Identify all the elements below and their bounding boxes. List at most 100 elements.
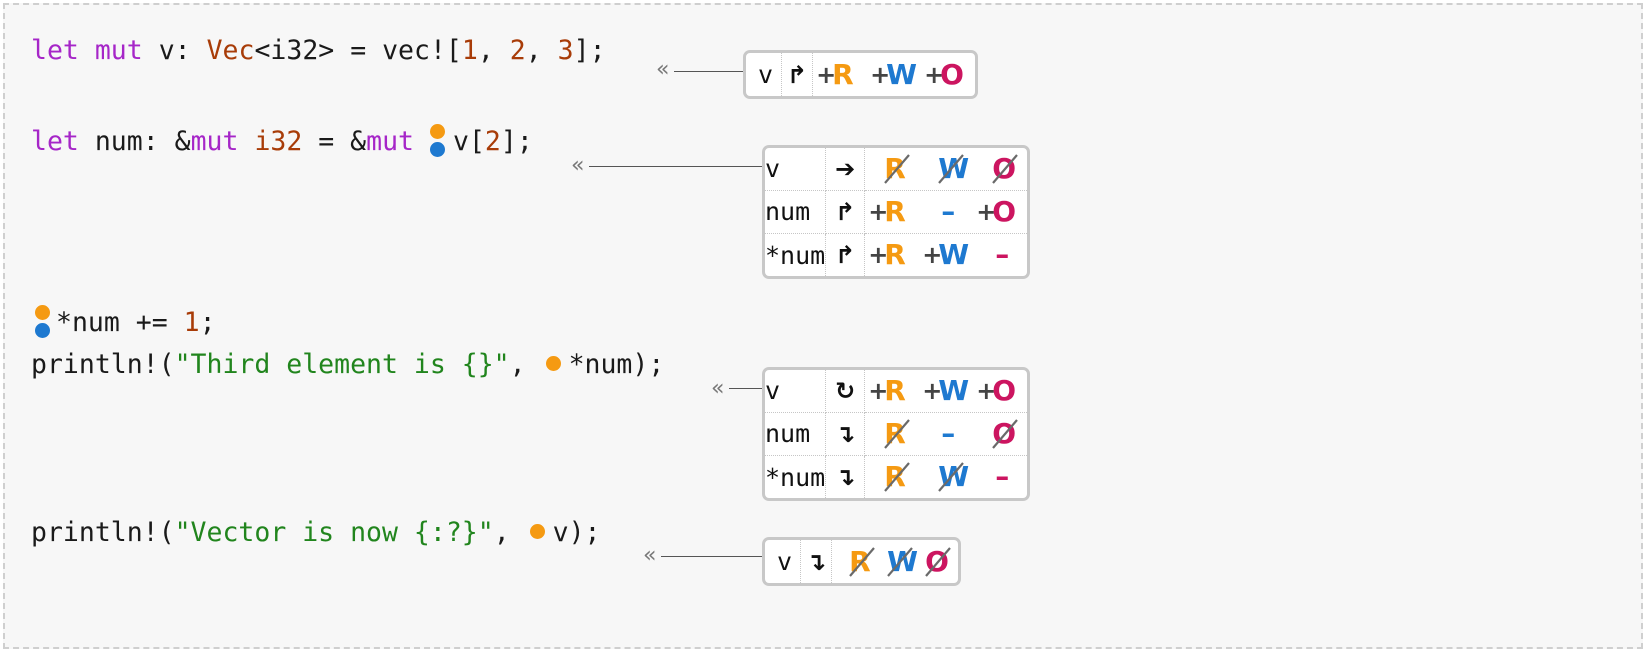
comma: , [493,517,526,548]
permission-plus: + [870,60,891,89]
permission-plus: + [816,60,837,89]
permission-plus: + [868,241,889,269]
permission-letter: R [832,57,854,91]
code-line-5: println!("Vector is now {:?}", v); [31,513,601,553]
permission-w-gain: +W [919,237,973,273]
permission-plus: + [868,376,889,405]
macro-arg: v [552,517,569,548]
code-line-1: let mut v: Vec<i32> = vec![1, 2, 3]; [31,31,606,71]
permission-r-gain: +R [813,57,867,93]
permission-arrow-icon: ↱ [825,189,866,235]
permission-letter: R [884,373,906,407]
assign: = & [302,126,367,157]
permission-letter: W [886,57,917,91]
connector-line [729,388,765,389]
permission-row: v↻+R+W+O [765,370,1028,413]
strikethrough-mark [887,546,913,577]
permission-w-lost: W [919,459,973,495]
permission-arrow-icon: ↻ [825,370,866,413]
permission-dash: – [941,416,956,450]
strike-line [884,154,911,184]
string-literal: "Third element is {}" [174,349,510,380]
connector-line [661,556,765,557]
line-end: ); [568,517,601,548]
permission-var: v [765,370,827,413]
write-dot [35,323,50,338]
permission-set: +R+W+O [812,53,976,96]
permission-plus: + [976,376,997,405]
strikethrough-mark [992,419,1019,449]
permission-w-lost: W [882,544,920,580]
borrow-target: v[ [452,126,485,157]
macro-name: println!( [31,349,175,380]
permission-w-gain: +W [867,57,921,93]
permission-set: +R+W– [864,233,1028,276]
permission-box-line-1: v↱+R+W+O [743,50,979,99]
permission-plus: + [868,197,889,226]
permission-letter: R [884,238,906,271]
diagram-frame: let mut v: Vec<i32> = vec![1, 2, 3]; let… [3,3,1643,649]
permission-plus: + [976,197,997,226]
permission-letter: O [992,194,1017,228]
kw-let: let [31,35,79,66]
num-literal: 1 [461,35,478,66]
connector-chevron: « [711,376,725,401]
permission-var: *num [765,455,827,498]
comma: , [525,35,558,66]
line-end: ); [632,349,665,380]
strike-line [925,546,951,577]
permission-w-none: – [919,194,973,230]
permission-var: v [746,53,783,96]
num-literal: 2 [484,126,501,157]
permission-o-gain: +O [921,57,975,93]
permission-var: num [765,189,827,235]
kw-mut: mut [94,35,143,66]
macro-arg: *num [568,349,633,380]
var-name: v [158,35,175,66]
permission-o-gain: +O [973,194,1027,230]
permission-r-gain: +R [865,237,919,273]
permission-set: R–O [864,411,1028,457]
strikethrough-mark [925,546,951,577]
strike-line [938,154,965,184]
permission-o-lost: O [973,151,1027,187]
string-literal: "Vector is now {:?}" [174,517,494,548]
line-end: ]; [500,126,533,157]
permission-dots [429,124,445,157]
permission-row: num↱+R–+O [765,189,1028,235]
permission-o-gain: +O [973,373,1027,409]
permission-row: *num↱+R+W– [765,233,1028,276]
kw-mut: mut [366,126,415,157]
strikethrough-mark [884,419,911,449]
kw-mut: mut [190,126,239,157]
permission-arrow-icon: ↱ [781,53,814,96]
comma: , [477,35,510,66]
deref-assign: *num += [56,307,184,338]
permission-set: +R+W+O [864,370,1028,413]
permission-var: num [765,411,827,457]
type-vec: Vec [206,35,255,66]
strikethrough-mark [938,154,965,184]
permission-plus: + [922,376,943,405]
permission-dots [35,305,50,338]
permission-plus: + [924,60,945,89]
permission-r-gain: +R [865,373,919,409]
permission-w-gain: +W [919,373,973,409]
connector-line [674,71,746,72]
permission-arrow-icon: ↴ [825,455,866,498]
line-end: ; [199,307,216,338]
read-dot [529,524,545,539]
strikethrough-mark [884,462,911,492]
permission-dash: – [941,194,956,228]
strikethrough-mark [849,546,875,577]
permission-w-lost: W [919,151,973,187]
strikethrough-mark [884,154,911,184]
